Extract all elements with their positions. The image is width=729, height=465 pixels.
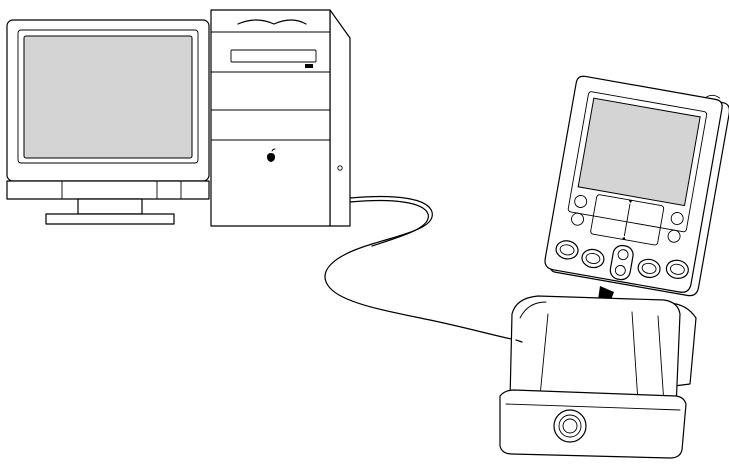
monitor-screen bbox=[23, 35, 193, 159]
hotsync-cable bbox=[324, 195, 517, 341]
scroll-button-icon bbox=[609, 244, 634, 281]
power-button-icon bbox=[337, 165, 343, 171]
handheld-screen bbox=[577, 97, 701, 207]
handheld-device bbox=[544, 75, 729, 297]
monitor bbox=[6, 19, 210, 225]
apple-logo-icon bbox=[267, 148, 276, 162]
computer-tower bbox=[210, 9, 351, 227]
app-button-icon bbox=[581, 248, 605, 269]
app-button-icon bbox=[555, 240, 579, 260]
app-button-icon bbox=[665, 259, 689, 279]
app-button-icon bbox=[637, 258, 661, 279]
hotsync-cradle bbox=[499, 295, 697, 459]
